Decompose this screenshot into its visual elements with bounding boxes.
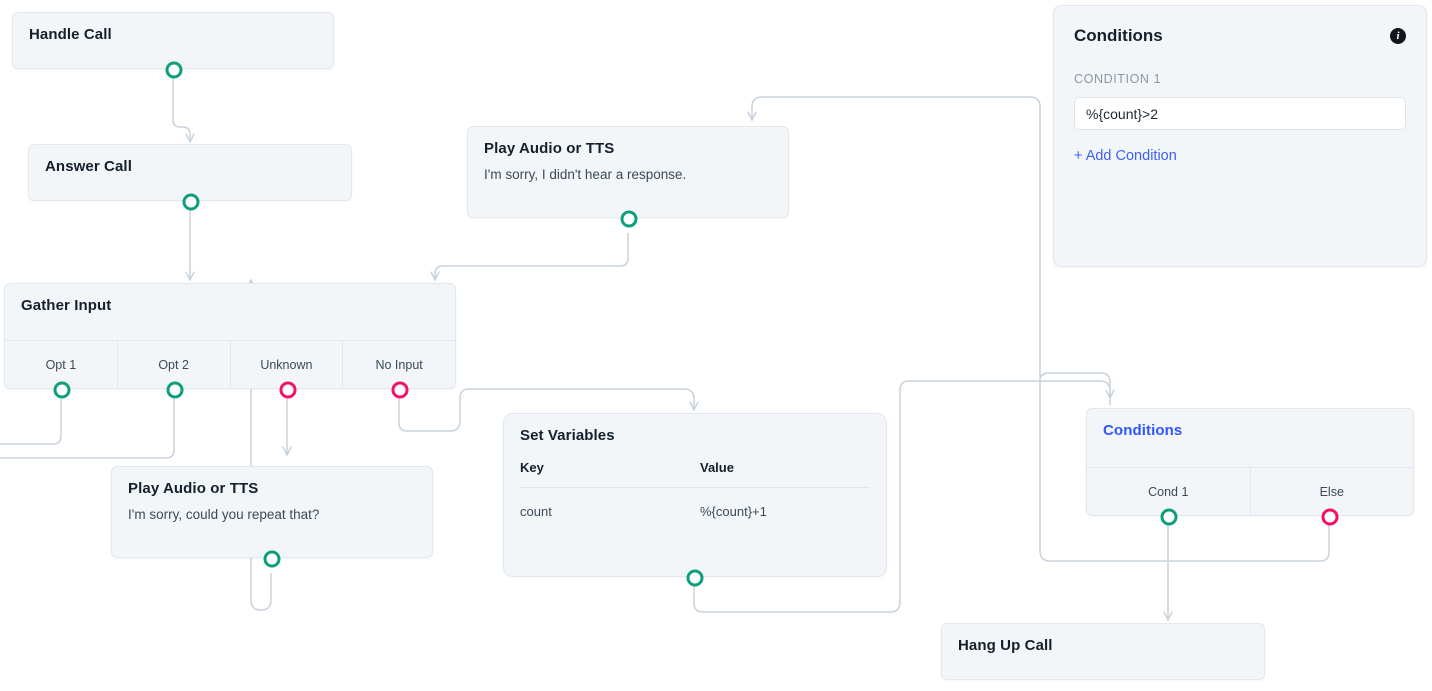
add-condition-button[interactable]: + Add Condition <box>1074 148 1177 164</box>
node-play-audio-no-response[interactable]: Play Audio or TTS I'm sorry, I didn't he… <box>467 126 789 228</box>
edge-handlecall-answercall <box>172 70 190 142</box>
node-gather-input[interactable]: Gather Input Opt 1 Opt 2 Unknown No Inpu… <box>4 283 456 399</box>
output-handle-answer-call[interactable] <box>182 193 200 211</box>
node-title: Gather Input <box>21 297 112 314</box>
node-handle-call[interactable]: Handle Call <box>12 12 334 79</box>
output-handle-set-variables[interactable] <box>686 569 704 587</box>
conditions-panel: Conditions i CONDITION 1 %{count}>2 + Ad… <box>1053 5 1427 267</box>
port-label: Opt 2 <box>158 357 189 372</box>
node-title: Answer Call <box>45 158 132 175</box>
node-hang-up-call[interactable]: Hang Up Call <box>941 623 1265 680</box>
output-handle-handle-call[interactable] <box>165 61 183 79</box>
output-handle-opt-1[interactable] <box>53 381 71 399</box>
set-variables-table: Key Value count %{count}+1 <box>504 460 886 519</box>
node-title: Set Variables <box>520 427 615 444</box>
node-answer-call[interactable]: Answer Call <box>28 144 352 211</box>
edge-riser-conditions-node <box>1039 372 1110 398</box>
port-unknown[interactable]: Unknown <box>231 341 344 388</box>
conditions-node-ports: Cond 1 Else <box>1087 467 1413 515</box>
output-handle-play-audio-repeat[interactable] <box>263 550 281 568</box>
output-handle-unknown[interactable] <box>279 381 297 399</box>
output-handle-else[interactable] <box>1321 508 1339 526</box>
edge-opt1-left <box>0 399 62 445</box>
node-play-audio-repeat[interactable]: Play Audio or TTS I'm sorry, could you r… <box>111 466 433 568</box>
port-opt-2[interactable]: Opt 2 <box>118 341 231 388</box>
condition-input[interactable]: %{count}>2 <box>1074 97 1406 130</box>
edge-playaudio-noresponse-gatherinput <box>435 233 629 280</box>
output-handle-no-input[interactable] <box>391 381 409 399</box>
node-set-variables[interactable]: Set Variables Key Value count %{count}+1 <box>503 413 887 587</box>
node-subtitle: I'm sorry, I didn't hear a response. <box>484 167 687 182</box>
node-subtitle: I'm sorry, could you repeat that? <box>128 507 320 522</box>
output-handle-opt-2[interactable] <box>166 381 184 399</box>
cell-value: %{count}+1 <box>700 504 767 519</box>
panel-header: Conditions i <box>1054 6 1426 46</box>
port-label: Else <box>1319 484 1344 499</box>
info-icon[interactable]: i <box>1390 28 1406 44</box>
condition-input-value: %{count}>2 <box>1086 105 1159 122</box>
panel-title: Conditions <box>1074 26 1163 45</box>
port-label: Cond 1 <box>1148 484 1189 499</box>
node-title: Handle Call <box>29 26 112 43</box>
node-conditions[interactable]: Conditions Cond 1 Else <box>1086 408 1414 526</box>
condition-label: CONDITION 1 <box>1074 72 1162 86</box>
port-no-input[interactable]: No Input <box>343 341 455 388</box>
output-handle-cond-1[interactable] <box>1160 508 1178 526</box>
node-title: Hang Up Call <box>958 637 1053 654</box>
table-divider <box>520 487 870 488</box>
column-header-key: Key <box>520 460 544 475</box>
port-label: Unknown <box>260 357 313 372</box>
port-label: Opt 1 <box>45 357 77 372</box>
node-title: Conditions <box>1103 422 1183 439</box>
node-title: Play Audio or TTS <box>128 480 259 497</box>
edge-opt2-left <box>0 399 175 459</box>
table-header-row: Key Value <box>520 460 870 487</box>
gather-input-ports: Opt 1 Opt 2 Unknown No Input <box>5 340 455 388</box>
column-header-value: Value <box>700 460 734 475</box>
port-opt-1[interactable]: Opt 1 <box>5 341 118 388</box>
port-label: No Input <box>375 357 423 372</box>
cell-key: count <box>520 504 552 519</box>
port-else[interactable]: Else <box>1251 468 1414 515</box>
port-cond-1[interactable]: Cond 1 <box>1087 468 1251 515</box>
output-handle-play-audio-no-response[interactable] <box>620 210 638 228</box>
table-row: count %{count}+1 <box>520 488 870 519</box>
node-title: Play Audio or TTS <box>484 140 615 157</box>
